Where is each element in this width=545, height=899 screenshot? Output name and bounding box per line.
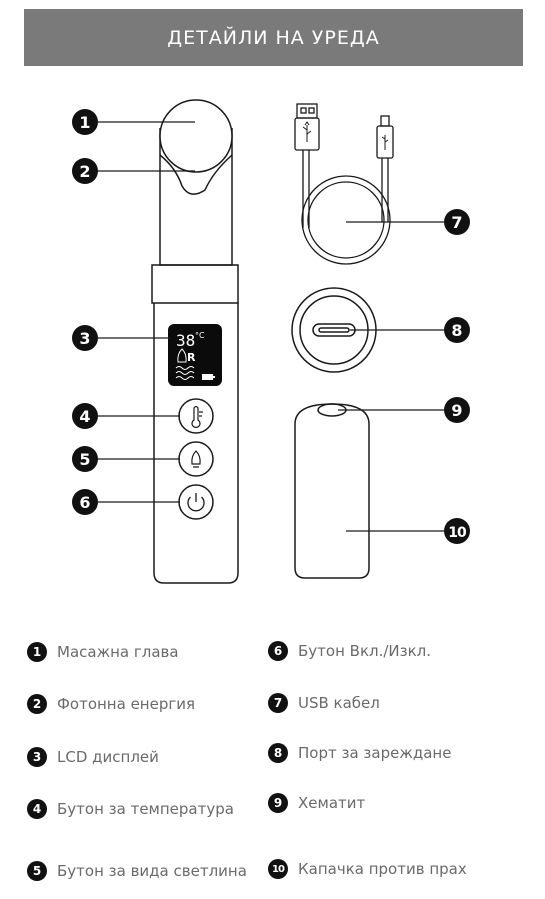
- legend-number: 10: [268, 859, 288, 879]
- legend-item: 1 Масажна глава: [27, 642, 179, 662]
- legend-item: 7 USB кабел: [268, 693, 380, 713]
- micro-usb-tip: [380, 115, 390, 127]
- legend-number: 8: [268, 743, 288, 763]
- legend-number: 6: [268, 641, 288, 661]
- legend-label: Хематит: [298, 794, 366, 812]
- legend-label: Бутон Вкл./Изкл.: [298, 642, 432, 660]
- legend-label: Фотонна енергия: [57, 695, 196, 713]
- callout-10: 10: [448, 525, 467, 541]
- callout-5: 5: [79, 450, 90, 469]
- device-body: [153, 303, 239, 584]
- usb-symbol-icon: [302, 121, 312, 142]
- legend-label: LCD дисплей: [57, 748, 159, 766]
- micro-usb-plug: [376, 125, 394, 159]
- page-header: ДЕТАЙЛИ НА УРЕДА: [24, 9, 523, 66]
- device-collar: [151, 264, 239, 304]
- legend-number: 2: [27, 694, 47, 714]
- legend-label: Масажна глава: [57, 643, 179, 661]
- callout-6: 6: [79, 493, 90, 512]
- callout-1: 1: [79, 113, 90, 132]
- lcd-battery-icon: [202, 374, 213, 380]
- light-mode-button: [178, 441, 214, 477]
- lcd-unit: °C: [195, 331, 205, 340]
- lcd-display: [168, 324, 222, 386]
- lcd-wave-icon: [175, 366, 195, 380]
- legend-label: Бутон за температура: [57, 800, 234, 818]
- callout-3: 3: [79, 329, 90, 348]
- photon-window: [159, 154, 233, 195]
- callout-8: 8: [451, 321, 462, 340]
- massage-head: [159, 99, 233, 173]
- legend-number: 9: [268, 793, 288, 813]
- lcd-bulb-icon: [177, 348, 187, 363]
- legend-item: 6 Бутон Вкл./Изкл.: [268, 641, 431, 661]
- bulb-icon: [191, 450, 201, 468]
- legend-item: 4 Бутон за температура: [27, 799, 234, 819]
- legend-number: 7: [268, 693, 288, 713]
- legend-item: 8 Порт за зареждане: [268, 743, 451, 763]
- header-title: ДЕТАЙЛИ НА УРЕДА: [167, 26, 380, 49]
- callout-badges: 1 2 3 4 5 6 7 8 9 10: [72, 109, 470, 544]
- legend-label: USB кабел: [298, 694, 380, 712]
- legend-item: 3 LCD дисплей: [27, 747, 159, 767]
- callout-7: 7: [451, 213, 462, 232]
- legend-label: Порт за зареждане: [298, 744, 452, 762]
- power-icon: [187, 493, 205, 512]
- legend-label: Бутон за вида светлина: [57, 862, 247, 880]
- legend-item: 9 Хематит: [268, 793, 365, 813]
- legend-number: 1: [27, 642, 47, 662]
- legend-item: 10 Капачка против прах: [268, 859, 467, 879]
- lcd-temp: 38: [176, 331, 195, 350]
- callout-2: 2: [79, 162, 90, 181]
- usb-a-plug: [294, 117, 320, 151]
- legend-number: 3: [27, 747, 47, 767]
- legend-item: 2 Фотонна енергия: [27, 694, 195, 714]
- legend-number: 5: [27, 861, 47, 881]
- legend-item: 5 Бутон за вида светлина: [27, 861, 247, 881]
- usb-cable: [294, 103, 394, 265]
- legend-number: 4: [27, 799, 47, 819]
- legend-label: Капачка против прах: [298, 860, 467, 878]
- lcd-mode: R: [187, 351, 196, 364]
- thermometer-icon: [191, 405, 203, 428]
- callout-9: 9: [451, 401, 462, 420]
- callout-4: 4: [79, 407, 90, 426]
- dust-cap: [294, 403, 370, 579]
